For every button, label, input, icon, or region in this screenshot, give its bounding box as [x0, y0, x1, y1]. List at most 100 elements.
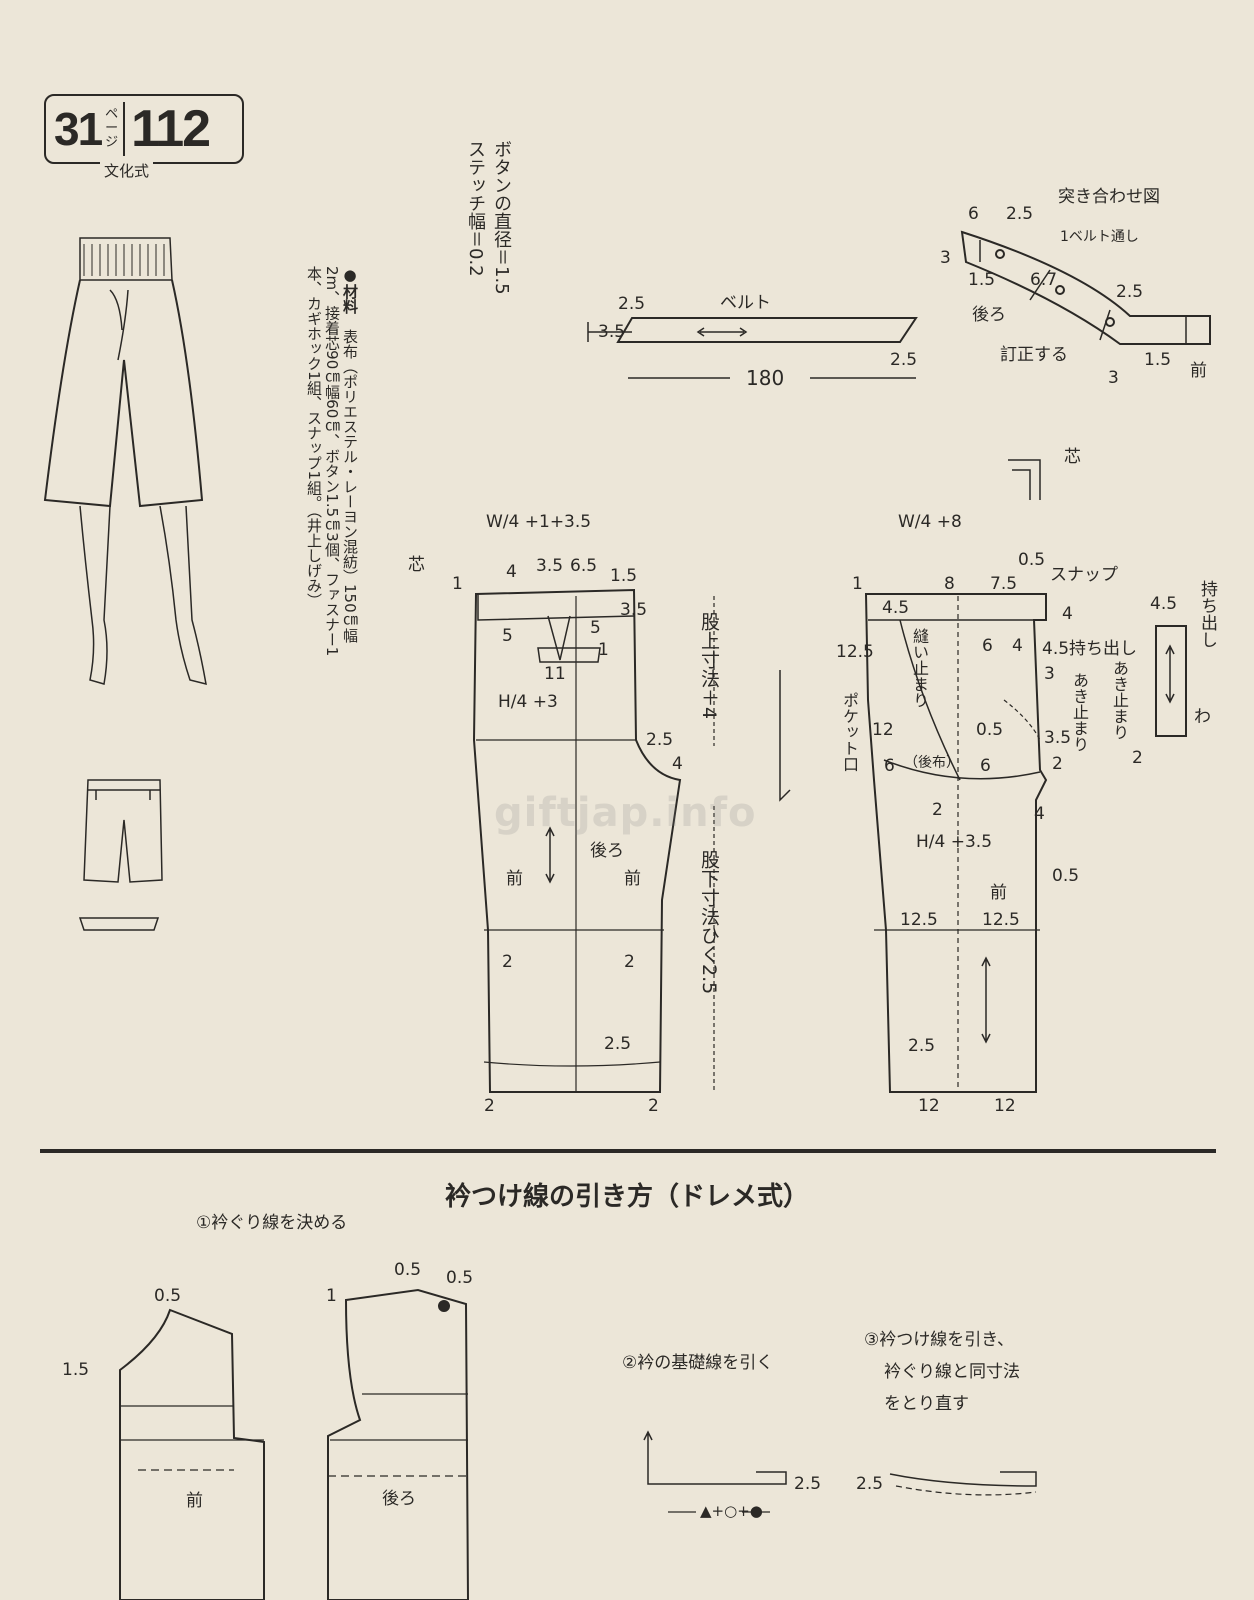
- front-interfacing: 芯: [1064, 447, 1081, 467]
- front-n2flap: 2: [1132, 748, 1143, 768]
- collar-step3-line1: ③衿つけ線を引き、: [864, 1330, 1015, 1350]
- back-waist-formula: W/4 +1+3.5: [486, 512, 592, 532]
- front-n6c: 6: [980, 756, 991, 776]
- collar-step3: ③衿つけ線を引き、 衿ぐり線と同寸法 をとり直す: [864, 1324, 1020, 1420]
- front-n6b: 6: [884, 756, 895, 776]
- back-front-right: 前: [624, 869, 641, 889]
- front-n125b: 12.5: [900, 910, 938, 930]
- assembly-back: 後ろ: [972, 305, 1006, 325]
- pattern-number: 112: [131, 100, 211, 158]
- collar-front-label: 前: [186, 1491, 203, 1511]
- front-opening-stop: あき止まり: [1070, 672, 1089, 752]
- back-n25: 2.5: [646, 730, 674, 750]
- front-n4b: 4: [1012, 636, 1023, 656]
- front-hip-formula: H/4 +3.5: [916, 832, 993, 852]
- collar-back-label: 後ろ: [382, 1489, 416, 1509]
- collar-n1: 1: [326, 1286, 337, 1306]
- front-waist-formula: W/4 +8: [898, 512, 962, 532]
- belt-length: 180: [746, 366, 785, 390]
- button-note: ボタンの直径＝1.5 ステッチ幅＝0.2: [462, 140, 514, 350]
- center-marker: [779, 670, 791, 802]
- back-interfacing: 芯: [408, 555, 425, 575]
- stitch-width: ステッチ幅＝0.2: [465, 140, 486, 277]
- back-n35: 3.5: [536, 556, 564, 576]
- back-n2d: 2: [648, 1096, 659, 1116]
- front-label: 前: [990, 883, 1007, 903]
- front-n2b: 2: [932, 800, 943, 820]
- inseam-measure: 股下寸法ひく2.5: [698, 850, 720, 995]
- assembly-n15a: 1.5: [968, 270, 996, 290]
- front-n05b: 0.5: [976, 720, 1004, 740]
- collar-diagrams: [119, 1288, 1037, 1600]
- assembly-n6: 6: [968, 204, 979, 224]
- front-n4: 4: [1062, 604, 1073, 624]
- badge-separator: [123, 102, 126, 156]
- collar-step3-line2: 衿ぐり線と同寸法: [884, 1362, 1020, 1382]
- assembly-n15b: 1.5: [1144, 350, 1172, 370]
- front-n2a: 2: [1052, 754, 1063, 774]
- assembly-n25b: 2.5: [1116, 282, 1144, 302]
- back-trouser-piece: [472, 588, 715, 1093]
- assembly-n25a: 2.5: [1006, 204, 1034, 224]
- drafting-method: 文化式: [100, 160, 154, 181]
- belt-assembly: [960, 230, 1211, 345]
- back-n2c: 2: [484, 1096, 495, 1116]
- back-n4: 4: [506, 562, 517, 582]
- front-snap: スナップ: [1050, 565, 1118, 585]
- collar-step2: ②衿の基礎線を引く: [622, 1353, 774, 1373]
- assembly-stitch: 訂正する: [1000, 345, 1068, 365]
- front-fold: わ: [1194, 707, 1211, 727]
- materials-bullet: ●: [341, 266, 359, 284]
- rise-measure: 股上寸法＋4: [698, 612, 720, 720]
- front-flap-ext: 4.5持ち出し: [1042, 639, 1138, 659]
- back-n25c: 2.5: [604, 1034, 632, 1054]
- materials-block: ●材料 表布（ポリエステル・レーヨン混紡）150㎝幅2m、接着芯90㎝幅60㎝、…: [305, 266, 359, 676]
- assembly-front: 前: [1190, 361, 1207, 381]
- front-n12b: 12: [994, 1096, 1016, 1116]
- belt-piece: [587, 317, 918, 379]
- collar-step1: ①衿ぐり線を決める: [196, 1213, 348, 1233]
- page-label: ページ: [105, 107, 119, 150]
- front-n25: 2.5: [908, 1036, 936, 1056]
- page-number: 31: [54, 103, 103, 155]
- section-divider: [40, 1149, 1216, 1153]
- front-n8: 8: [944, 574, 955, 594]
- back-n5b: 5: [590, 618, 601, 638]
- back-n5a: 5: [502, 626, 513, 646]
- materials-credit: （井上しげみ）: [305, 510, 323, 608]
- back-n65: 6.5: [570, 556, 598, 576]
- front-pocket: ポケット口: [840, 692, 859, 772]
- watermark: giftjap.info: [494, 790, 757, 836]
- back-n35b: 3.5: [620, 600, 648, 620]
- front-n3: 3: [1044, 664, 1055, 684]
- belt-width-25: 2.5: [618, 294, 646, 314]
- assembly-title: 突き合わせ図: [1058, 187, 1160, 207]
- front-n1: 1: [852, 574, 863, 594]
- back-n11: 11: [544, 664, 566, 684]
- front-n45flap: 4.5: [1150, 594, 1178, 614]
- assembly-belt-loop: 1ベルト通し: [1060, 229, 1139, 245]
- front-n05c: 0.5: [1052, 866, 1080, 886]
- belt-end-25: 2.5: [890, 350, 918, 370]
- front-flap-label: 持ち出し: [1197, 580, 1217, 648]
- belt-title: ベルト: [720, 293, 771, 313]
- front-n6a: 6: [982, 636, 993, 656]
- assembly-n3a: 3: [940, 248, 951, 268]
- collar-n25a: 2.5: [794, 1474, 822, 1494]
- materials-text: 表布（ポリエステル・レーヨン混紡）150㎝幅2m、接着芯90㎝幅60㎝、ボタン1…: [305, 266, 359, 657]
- collar-title: 衿つけ線の引き方（ドレメ式）: [444, 1182, 809, 1212]
- button-diameter: ボタンの直径＝1.5: [491, 140, 512, 295]
- front-n75: 7.5: [990, 574, 1018, 594]
- front-back-fabric: （後布）: [904, 755, 960, 771]
- back-n15: 1.5: [610, 566, 638, 586]
- front-n45: 4.5: [882, 598, 910, 618]
- garment-illustration: [43, 237, 207, 686]
- collar-n15: 1.5: [62, 1360, 90, 1380]
- back-label: 後ろ: [590, 841, 624, 861]
- front-opening-stop-right: あき止まり: [1110, 660, 1129, 740]
- collar-n05a: 0.5: [154, 1286, 182, 1306]
- front-n12a: 12: [918, 1096, 940, 1116]
- front-n125a: 12.5: [836, 642, 874, 662]
